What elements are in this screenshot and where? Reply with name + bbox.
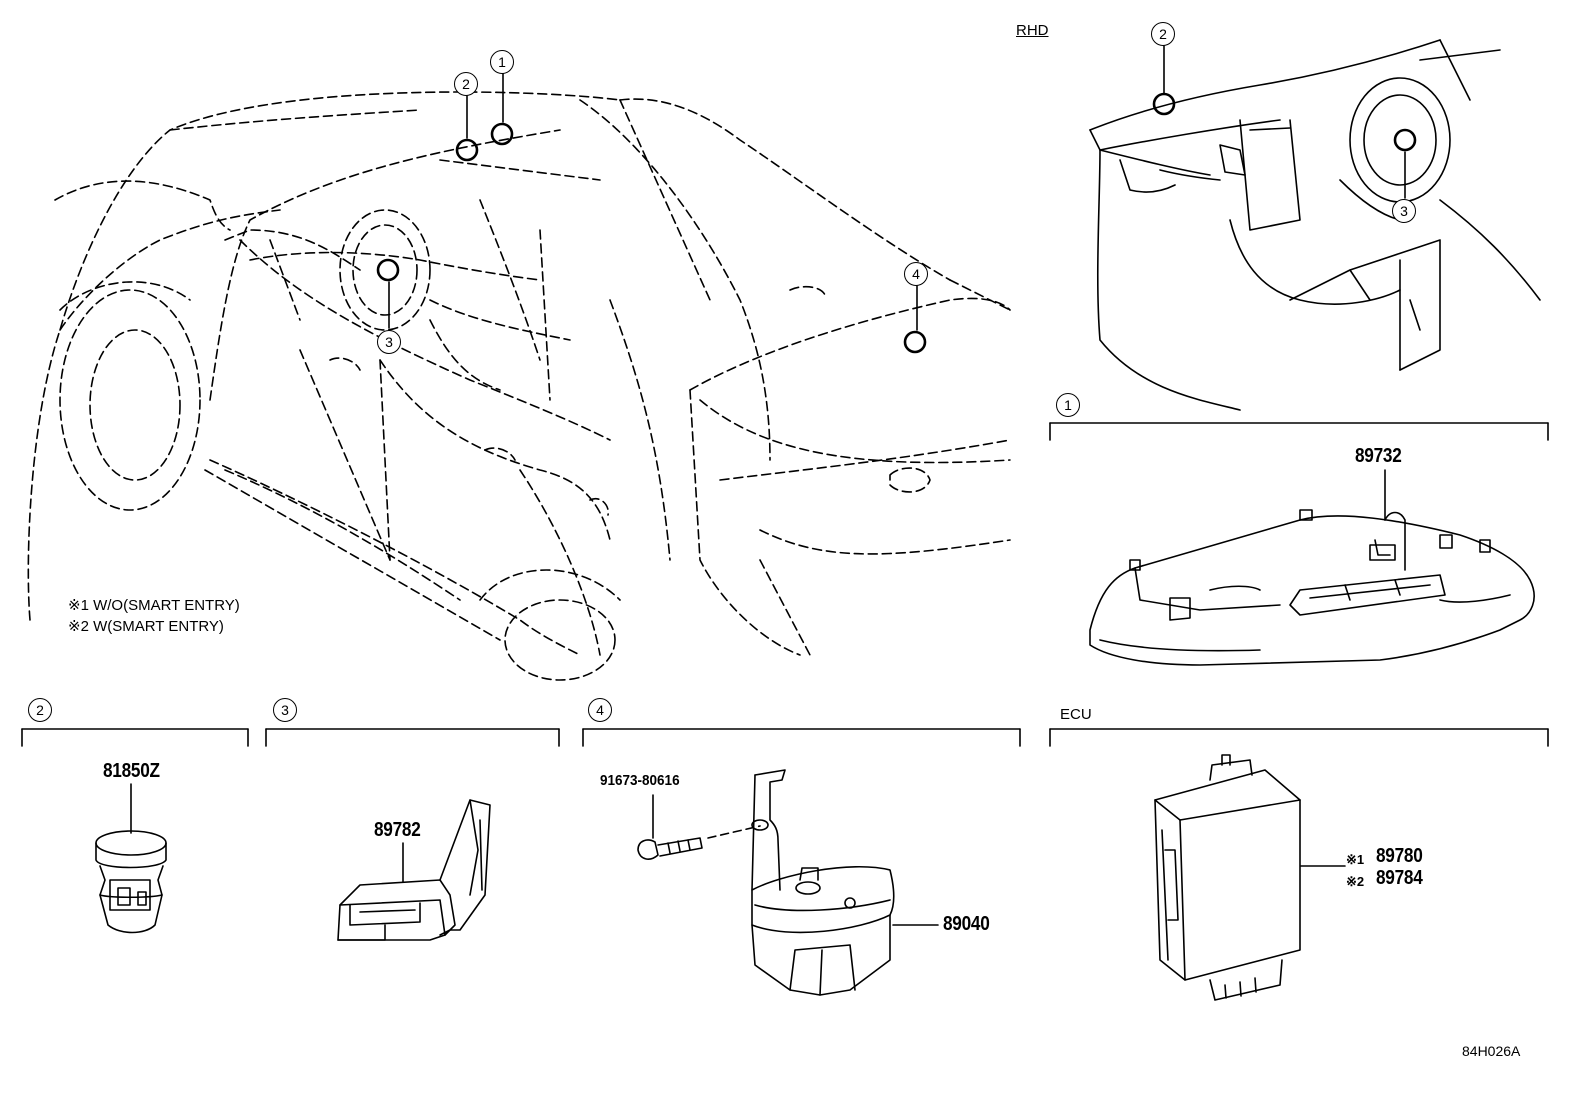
section-3-bracket [265, 728, 560, 747]
part-number-89780[interactable]: 89780 [1376, 845, 1423, 867]
section-2-number: 2 [28, 698, 52, 722]
rhd-dashboard [1089, 39, 1541, 411]
ecu-bracket [1049, 728, 1549, 747]
part-number-89040[interactable]: 89040 [943, 913, 990, 935]
section-2-bracket [21, 728, 249, 747]
bolt-91673 [637, 794, 761, 860]
callout-2-rhd: 2 [1151, 22, 1175, 46]
note-1: ※1 W/O(SMART ENTRY) [68, 597, 240, 614]
section-1-bracket [1049, 422, 1549, 441]
part-number-89782[interactable]: 89782 [374, 819, 421, 841]
buzzer-89040 [751, 769, 939, 996]
ecu-label: ECU [1060, 706, 1092, 723]
part-number-91673-80616[interactable]: 91673-80616 [600, 772, 680, 789]
rhd-label: RHD [1016, 22, 1049, 39]
note-2: ※2 W(SMART ENTRY) [68, 618, 224, 635]
part-number-89732[interactable]: 89732 [1355, 445, 1402, 467]
wheels [59, 281, 621, 681]
steering-wheel [339, 209, 431, 331]
section-4-bracket [582, 728, 1021, 747]
overhead-console [1089, 469, 1535, 666]
section-3-number: 3 [273, 698, 297, 722]
callout-4-main: 4 [904, 262, 928, 286]
location-markers [376, 72, 927, 354]
callout-3-rhd: 3 [1392, 199, 1416, 223]
section-1-number: 1 [1056, 393, 1080, 417]
ecu-mark-2: ※2 [1346, 874, 1365, 889]
ecu-module [1154, 754, 1346, 1001]
part-number-89784[interactable]: 89784 [1376, 867, 1423, 889]
ecu-mark-1: ※1 [1346, 852, 1365, 867]
part-number-81850z[interactable]: 81850Z [103, 760, 160, 782]
vehicle-outline [27, 91, 1011, 656]
callout-3-main: 3 [377, 330, 401, 354]
start-switch-part [95, 783, 167, 934]
figure-reference: 84H026A [1462, 1043, 1521, 1059]
section-4-number: 4 [588, 698, 612, 722]
callout-1-main: 1 [490, 50, 514, 74]
sensor-89782 [337, 799, 491, 941]
callout-2-main: 2 [454, 72, 478, 96]
